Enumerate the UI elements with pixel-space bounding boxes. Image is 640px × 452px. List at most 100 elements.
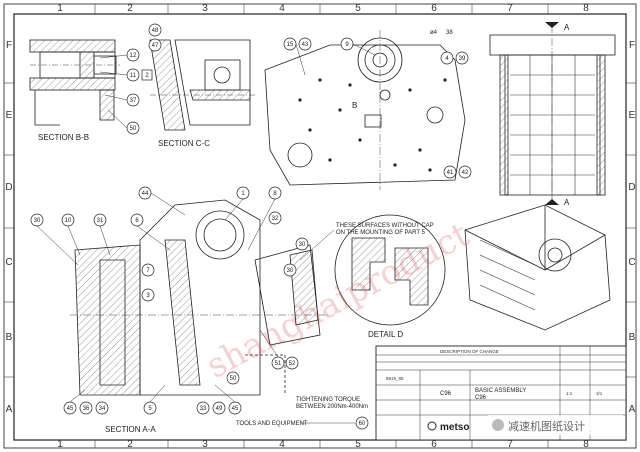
svg-text:41: 41: [447, 170, 454, 176]
balloon: 36: [79, 401, 93, 415]
balloon: 11: [126, 68, 140, 82]
col-label: 7: [507, 439, 513, 450]
col-label: 2: [127, 439, 133, 450]
isometric-view: [464, 204, 611, 331]
svg-text:31: 31: [97, 218, 104, 224]
balloon: 44: [138, 186, 152, 200]
wechat-badge: 减速机图纸设计: [488, 415, 623, 435]
section-marker-b: B: [352, 101, 357, 110]
row-label: E: [6, 110, 13, 121]
balloon: 7: [141, 263, 155, 277]
title-block-scale: 1:1: [566, 391, 573, 396]
balloon: 45: [63, 401, 77, 415]
svg-text:1: 1: [241, 191, 245, 197]
svg-text:43: 43: [302, 42, 309, 48]
title-block-heading: DESCRIPTION OF CHANGE: [440, 349, 499, 354]
balloon: 12: [126, 48, 140, 62]
svg-text:37: 37: [130, 98, 137, 104]
section-bb-title: SECTION B-B: [38, 133, 89, 142]
front-view: [264, 30, 466, 190]
balloon: 49: [212, 401, 226, 415]
svg-text:32: 32: [272, 216, 279, 222]
note-torque-line2: BETWEEN 200Nm-400Nm: [296, 404, 368, 410]
part-balloons: 12 11 2 37 50 48 47 15 43 9 4 39 41 42 4…: [30, 23, 472, 430]
row-label: F: [629, 40, 635, 51]
section-cc-view: [149, 39, 255, 131]
balloon: 31: [93, 213, 107, 227]
row-labels-left: F E D C B A: [5, 40, 12, 415]
title-block-subtitle: C96: [475, 395, 487, 401]
svg-text:8: 8: [273, 191, 277, 197]
balloon: 34: [95, 401, 109, 415]
row-label: C: [628, 257, 635, 268]
balloon: 3: [141, 288, 155, 302]
balloon: 30: [295, 237, 309, 251]
svg-text:12: 12: [130, 53, 137, 59]
balloon: 60: [355, 416, 369, 430]
balloon: 33: [196, 401, 210, 415]
dim-diameter: ø4: [430, 30, 438, 36]
col-label: 6: [431, 3, 437, 14]
side-view: [489, 22, 616, 205]
row-label: A: [6, 404, 13, 415]
section-marker-a-bottom: A: [564, 198, 570, 207]
balloon: 50: [126, 121, 140, 135]
dim-value: 38: [446, 30, 453, 36]
row-label: D: [5, 182, 12, 193]
title-block-title: BASIC ASSEMBLY: [475, 388, 526, 394]
note-torque-line1: TIGHTENING TORQUE: [296, 397, 360, 403]
svg-text:33: 33: [200, 406, 207, 412]
section-aa-view: [70, 199, 330, 396]
section-cc-title: SECTION C-C: [158, 139, 210, 148]
section-bb-view: [29, 39, 120, 126]
svg-text:4: 4: [445, 56, 449, 62]
svg-text:30: 30: [299, 242, 306, 248]
balloon: 47: [148, 38, 162, 52]
balloon: 6: [130, 213, 144, 227]
col-label: 6: [431, 439, 437, 450]
row-label: F: [6, 40, 12, 51]
balloon: 41: [443, 165, 457, 179]
svg-text:6: 6: [135, 218, 139, 224]
svg-text:42: 42: [462, 170, 469, 176]
section-aa-title: SECTION A-A: [105, 425, 156, 434]
svg-text:3: 3: [146, 293, 150, 299]
svg-text:47: 47: [152, 43, 159, 49]
svg-text:52: 52: [289, 361, 296, 367]
grid-ticks: [4, 4, 636, 448]
col-label: 4: [279, 3, 285, 14]
col-label: 4: [279, 439, 285, 450]
balloon: 48: [148, 23, 162, 37]
col-label: 8: [583, 3, 589, 14]
column-labels-bottom: 1 2 3 4 5 6 7 8: [57, 439, 589, 450]
balloon: 8: [268, 186, 282, 200]
svg-text:50: 50: [230, 376, 237, 382]
svg-text:34: 34: [99, 406, 106, 412]
detail-d-view: [334, 214, 446, 326]
svg-text:48: 48: [152, 28, 159, 34]
balloon: 50: [226, 371, 240, 385]
svg-text:60: 60: [359, 421, 366, 427]
svg-text:44: 44: [142, 191, 149, 197]
svg-text:7: 7: [146, 268, 150, 274]
svg-text:2: 2: [145, 73, 149, 79]
col-label: 1: [57, 3, 63, 14]
row-label: D: [628, 182, 635, 193]
svg-text:30: 30: [34, 218, 41, 224]
balloon: 52: [285, 356, 299, 370]
svg-text:36: 36: [83, 406, 90, 412]
balloon: 51: [271, 356, 285, 370]
balloon: 5: [143, 401, 157, 415]
title-block-sheet: 3/1: [596, 391, 603, 396]
balloon: 9: [340, 37, 354, 51]
row-label: C: [5, 257, 12, 268]
row-label: E: [629, 110, 636, 121]
balloon: 2: [141, 69, 153, 81]
svg-text:39: 39: [459, 56, 466, 62]
leader-lines: [36, 43, 376, 403]
svg-text:metso: metso: [440, 422, 469, 433]
row-label: A: [629, 404, 636, 415]
col-label: 2: [127, 3, 133, 14]
balloon: 30: [30, 213, 44, 227]
balloon: 15: [283, 37, 297, 51]
